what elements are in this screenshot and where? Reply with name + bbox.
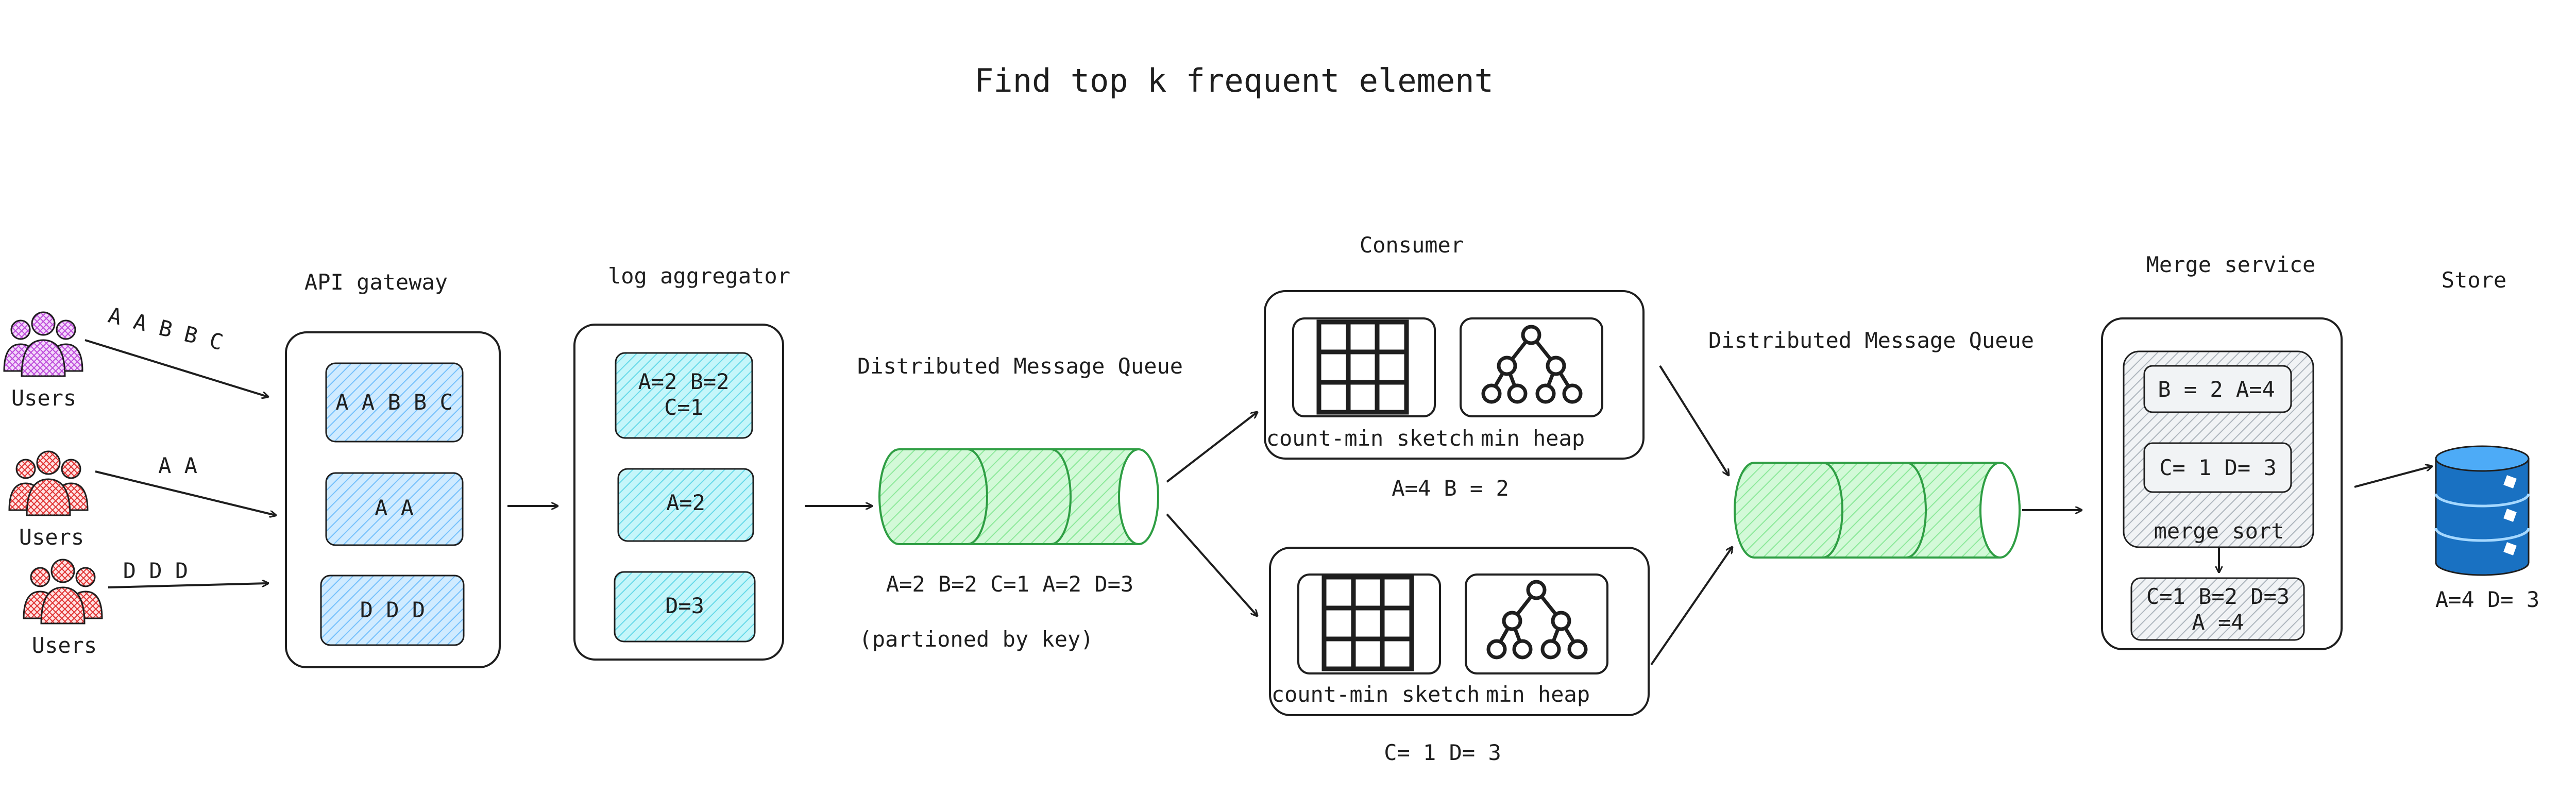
users-label: Users [11, 385, 76, 411]
queue-contents: A=2 B=2 C=1 A=2 D=3 [886, 571, 1133, 597]
min-heap-label: min heap [1486, 682, 1590, 707]
users-label: Users [32, 633, 97, 658]
consumer-result: A=4 B = 2 [1392, 476, 1509, 501]
users-icon [8, 450, 89, 516]
message-queue-2: Distributed Message Queue [1708, 328, 2034, 559]
consumer-bottom: count-min sketch min heap C= 1 D= 3 [1269, 547, 1650, 765]
gateway-entry [320, 575, 465, 646]
consumer-result: C= 1 D= 3 [1384, 740, 1501, 765]
database-icon [2434, 445, 2530, 576]
users-group-1: Users A A B B C [3, 302, 226, 411]
aggregator-entry-text: A=2 B=2 [638, 369, 729, 394]
arrow-users2-to-gateway [95, 470, 276, 515]
aggregator-entry-text: C=1 [664, 395, 703, 420]
aggregator-entry-text: A=2 [666, 490, 705, 515]
api-gateway-label: API gateway [304, 269, 448, 295]
store-result: A=4 D= 3 [2435, 587, 2539, 612]
users-icon [23, 559, 103, 625]
merge-service: Merge service B = 2 A=4 C= 1 D= 3 merge … [2101, 252, 2343, 650]
merge-output-text: C=1 B=2 D=3 [2146, 584, 2290, 609]
users-events: D D D [123, 558, 188, 583]
queue-note: (partioned by key) [859, 627, 1093, 652]
merge-input: C= 1 D= 3 [2159, 455, 2277, 480]
queue-label: Distributed Message Queue [857, 353, 1183, 379]
merge-service-label: Merge service [2146, 252, 2316, 277]
gateway-entry-text: A A [375, 495, 414, 520]
gateway-entry-text: A A B B C [335, 390, 453, 415]
store-label: Store [2442, 267, 2506, 293]
arrow-queue-to-consumer-top [1166, 412, 1257, 483]
arrow-consumer-bottom-to-queue2 [1650, 547, 1732, 666]
min-heap-icon [1486, 580, 1588, 660]
arrow-consumer-top-to-queue2 [1659, 365, 1728, 475]
arrow-queue-to-consumer-bottom [1166, 513, 1257, 616]
aggregator-entry [617, 468, 754, 542]
merge-step-label: merge sort [2154, 518, 2284, 544]
aggregator-entry [615, 352, 753, 439]
store: Store A=4 D= 3 [2434, 267, 2539, 612]
users-group-2: Users A A [8, 450, 197, 550]
consumer-label: Consumer [1360, 232, 1464, 258]
merge-output [2130, 577, 2305, 641]
users-label: Users [19, 525, 84, 550]
users-events: A A [158, 453, 197, 478]
aggregator-entry-text: D=3 [665, 593, 704, 618]
gateway-entry [325, 472, 464, 546]
min-heap-icon [1481, 325, 1583, 404]
gateway-entry [325, 362, 464, 443]
queue-label: Distributed Message Queue [1708, 328, 2034, 353]
arrow-merge-to-store [2354, 466, 2432, 488]
consumer-top: count-min sketch min heap A=4 B = 2 [1264, 290, 1645, 501]
diagram-title: Find top k frequent element [974, 62, 1494, 99]
log-aggregator-label: log aggregator [608, 263, 790, 289]
aggregator-entry [614, 571, 756, 643]
gateway-entry-text: D D D [360, 597, 425, 622]
count-min-sketch-label: count-min sketch [1272, 682, 1480, 707]
count-min-sketch-label: count-min sketch [1266, 426, 1475, 451]
merge-input: B = 2 A=4 [2158, 377, 2275, 402]
users-icon [3, 311, 83, 377]
count-min-sketch-icon [1316, 319, 1409, 415]
users-events: A A B B C [106, 302, 226, 356]
arrow-users1-to-gateway [84, 339, 268, 397]
users-group-3: Users D D D [23, 558, 188, 658]
merge-output-text: A =4 [2192, 610, 2244, 635]
count-min-sketch-icon [1321, 575, 1414, 671]
message-queue-1: Distributed Message Queue A=2 B=2 C=1 A=… [857, 353, 1183, 652]
api-gateway: API gateway A A B B C A A D D D [285, 269, 501, 668]
min-heap-label: min heap [1481, 426, 1585, 451]
arrow-users3-to-gateway [108, 583, 268, 588]
log-aggregator: log aggregator A=2 B=2 C=1 A=2 D=3 [573, 263, 790, 661]
